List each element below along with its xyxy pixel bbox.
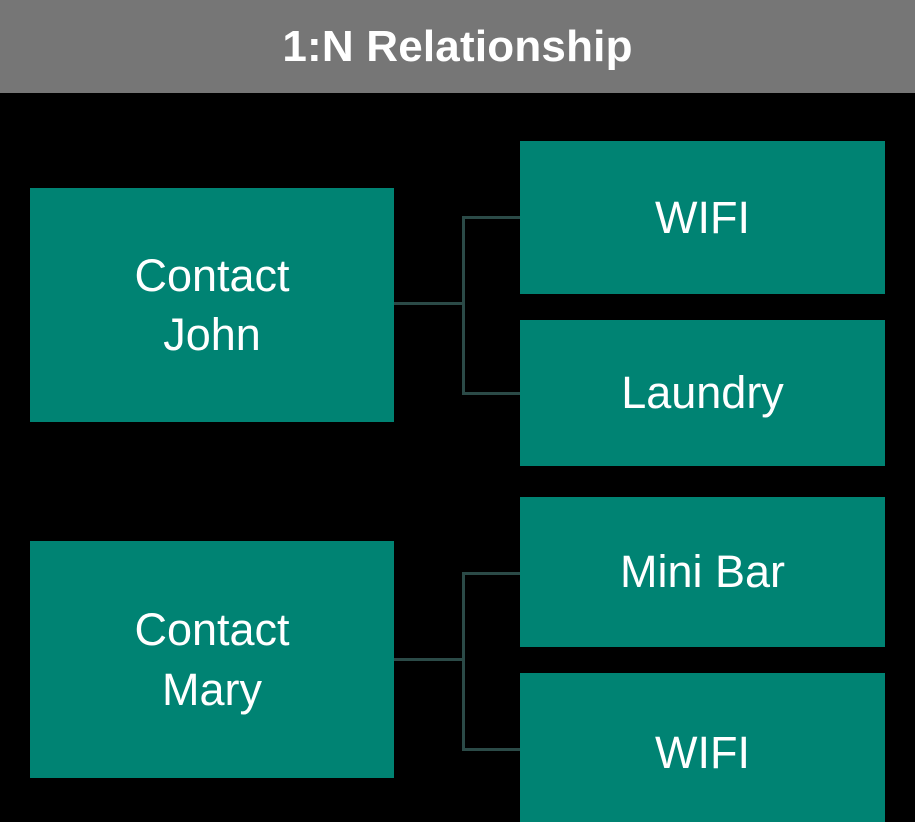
node-contact-john-label: Contact John: [134, 249, 290, 360]
node-wifi-mary-label: WIFI: [655, 727, 750, 779]
node-wifi-john-label: WIFI: [655, 191, 750, 243]
node-contact-mary-label: Contact Mary: [134, 604, 290, 715]
header-bar: [0, 0, 915, 93]
page-title: 1:N Relationship: [282, 21, 633, 71]
connector-mary-spine: [462, 572, 465, 751]
node-wifi-mary[interactable]: WIFI: [520, 673, 885, 822]
node-mini-bar-mary[interactable]: Mini Bar: [520, 497, 885, 647]
node-contact-mary[interactable]: Contact Mary: [30, 541, 394, 778]
node-laundry-john-label: Laundry: [621, 367, 784, 419]
connector-mary-to-mini-bar: [462, 572, 522, 575]
node-mini-bar-mary-label: Mini Bar: [619, 546, 786, 598]
node-wifi-john[interactable]: WIFI: [520, 141, 885, 294]
connector-mary-trunk: [394, 658, 465, 661]
connector-john-spine: [462, 216, 465, 395]
node-contact-john[interactable]: Contact John: [30, 188, 394, 422]
connector-mary-to-wifi: [462, 748, 522, 751]
connector-john-to-wifi: [462, 216, 522, 219]
node-laundry-john[interactable]: Laundry: [520, 320, 885, 466]
connector-john-trunk: [394, 302, 465, 305]
connector-john-to-laundry: [462, 392, 522, 395]
